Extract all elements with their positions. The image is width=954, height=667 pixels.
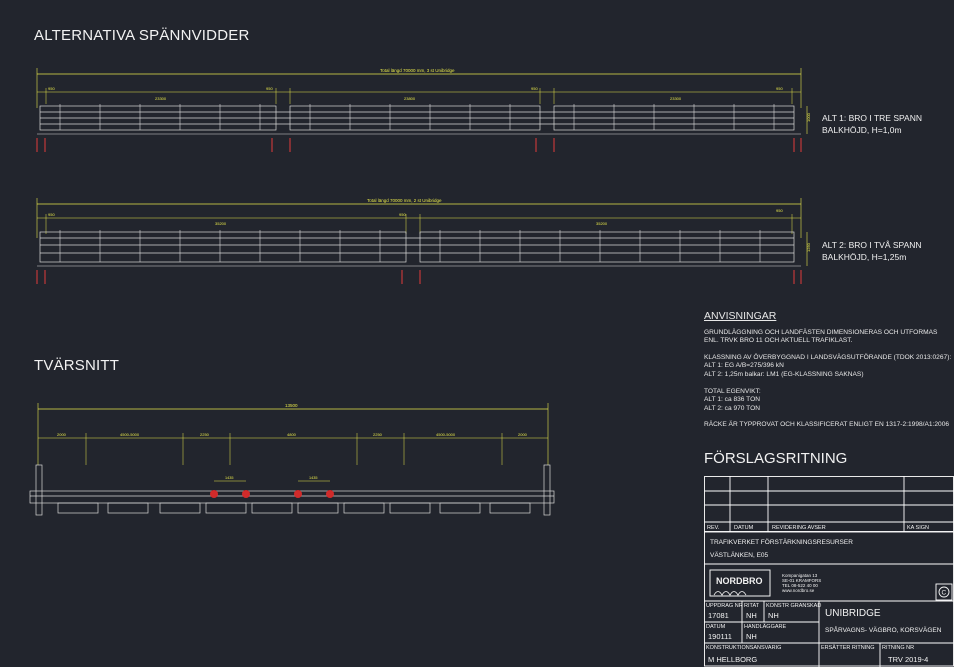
notes-heading: ANVISNINGAR [704,310,777,322]
note-weight-alt1: ALT 1: ca 836 TON [704,396,760,404]
uppdrag-label: UPPDRAG NR [706,603,743,609]
client-name: TRAFIKVERKET FÖRSTÄRKNINGSRESURSER [710,538,853,546]
section-dim-3: 4800 [287,432,297,437]
alt2-dim-1: 35200 [215,221,227,226]
note-foundation: GRUNDLÄGGNING OCH LANDFÄSTEN DIMENSIONER… [704,328,938,345]
section-dim-4: 2250 [373,432,383,437]
alt1-height-dim: 1000 [806,112,811,122]
alt2-label-line2: BALKHÖJD, H=1,25m [822,252,907,262]
alt1-label: ALT 1: BRO I TRE SPANN BALKHÖJD, H=1,0m [822,112,922,136]
drawing-type-title: FÖRSLAGSRITNING [704,450,848,467]
alt1-dim-6: 950 [776,86,783,91]
note-classification: KLASSNING AV ÖVERBYGGNAD I LANDSVÄGSUTFÖ… [704,354,952,380]
product-name: UNIBRIDGE [825,608,881,619]
alt2-height-dim: 1250 [806,242,811,252]
alt2-dim-0: 950 [48,212,55,217]
rail-gauge-right: 1435 [309,476,317,480]
alt2-dim-2: 950 [399,212,406,217]
rev-header-rev: REV. [707,525,720,531]
alt1-dim-2: 950 [266,86,273,91]
alt2-bridge-elevation: Total längd 70000 mm, 2 st Unibridge 950… [36,198,811,284]
handlaggare-label: HANDLÄGGARE [744,623,787,630]
konstruktionsansvarig-label: KONSTRUKTIONSANSVARIG [706,645,781,651]
ritning-value: TRV 2019-4 [888,655,928,664]
company-city: SE-01 KRAMFORS [782,578,821,583]
alt1-dim-4: 950 [531,86,538,91]
alt1-bridge-elevation: Total längd 70000 mm, 3 st Unibridge 950… [36,68,811,152]
company-address: Kompanigatan 13 [782,573,818,578]
datum-value: 190111 [708,632,732,641]
alt2-dim-3: 35200 [596,221,608,226]
section-total-dim: 13500 [285,403,298,408]
alt2-label-line1: ALT 2: BRO I TVÅ SPANN [822,240,922,250]
uppdrag-value: 17081 [708,611,729,620]
company-web: www.nordbro.se [782,588,815,593]
alt1-dim-1: 23300 [155,96,167,101]
alt1-total-dim: Total längd 70000 mm, 3 st Unibridge [380,68,455,73]
notes-panel: ANVISNINGAR GRUNDLÄGGNING OCH LANDFÄSTEN… [704,310,952,438]
drawing-subtitle: SPÅRVAGNS- VÄGBRO, KORSVÄGEN [825,625,942,634]
alt2-dim-4: 950 [776,208,783,213]
note-classification-title: KLASSNING AV ÖVERBYGGNAD I LANDSVÄGSUTFÖ… [704,353,952,361]
note-classification-alt2: ALT 2: 1,25m balkar: LM1 (EG-KLASSNING S… [704,370,864,378]
datum-label: DATUM [706,624,726,630]
note-weight-alt2: ALT 2: ca 970 TON [704,404,760,412]
rail-gauge-left: 1435 [225,476,233,480]
section-dim-0: 2000 [57,432,67,437]
section-dim-5: 4500-5000 [436,432,456,437]
konstr-label: KONSTR GRANSKAD [766,603,821,609]
note-weight-title: TOTAL EGENVIKT: [704,387,761,395]
alt1-dim-3: 23800 [404,96,416,101]
rev-header-desc: REVIDERING AVSER [772,525,826,531]
nordbro-logo: NORDBRO [709,569,771,597]
alt1-label-line1: ALT 1: BRO I TRE SPANN [822,113,922,123]
handlaggare-value: NH [746,632,757,641]
copyright-icon [938,586,950,598]
konstr-value: NH [768,611,779,620]
rev-header-date: DATUM [734,525,754,531]
ritat-value: NH [746,611,757,620]
title-block: REV. DATUM REVIDERING AVSER KA SIGN TRAF… [704,476,954,667]
alt2-label: ALT 2: BRO I TVÅ SPANN BALKHÖJD, H=1,25m [822,239,922,263]
alt1-dim-0: 950 [48,86,55,91]
alt2-total-dim: Total längd 70000 mm, 2 st Unibridge [367,198,442,203]
section-title-cross-section: TVÄRSNITT [34,357,120,374]
project-name: VÄSTLÄNKEN, E05 [710,551,769,559]
section-dim-6: 2000 [518,432,528,437]
section-dim-2: 2250 [200,432,210,437]
note-weight: TOTAL EGENVIKT: ALT 1: ca 836 TON ALT 2:… [704,388,952,414]
rev-header-sign: KA SIGN [907,525,929,531]
ritat-label: RITAT [744,603,760,609]
ersatter-label: ERSÄTTER RITNING [821,644,874,651]
note-railing: RÄCKE ÄR TYPPROVAT OCH KLASSIFICERAT ENL… [704,421,950,429]
konstruktionsansvarig-value: M HELLBORG [708,655,757,664]
alt1-label-line2: BALKHÖJD, H=1,0m [822,125,902,135]
copyright-letter: C [942,590,947,597]
logo-text: NORDBRO [716,576,763,586]
section-dim-1: 4500-5000 [120,432,140,437]
cross-section-drawing: 13500 2000 4500-5000 2250 4800 2250 4500… [29,403,555,516]
ritning-label: RITNING NR [882,645,914,651]
company-phone: TEL 08-522 40 00 [782,583,818,588]
alt1-dim-5: 23300 [670,96,682,101]
note-classification-alt1: ALT 1: EG A/B=275/396 kN [704,362,784,370]
section-title-alternatives: ALTERNATIVA SPÄNNVIDDER [34,27,250,44]
